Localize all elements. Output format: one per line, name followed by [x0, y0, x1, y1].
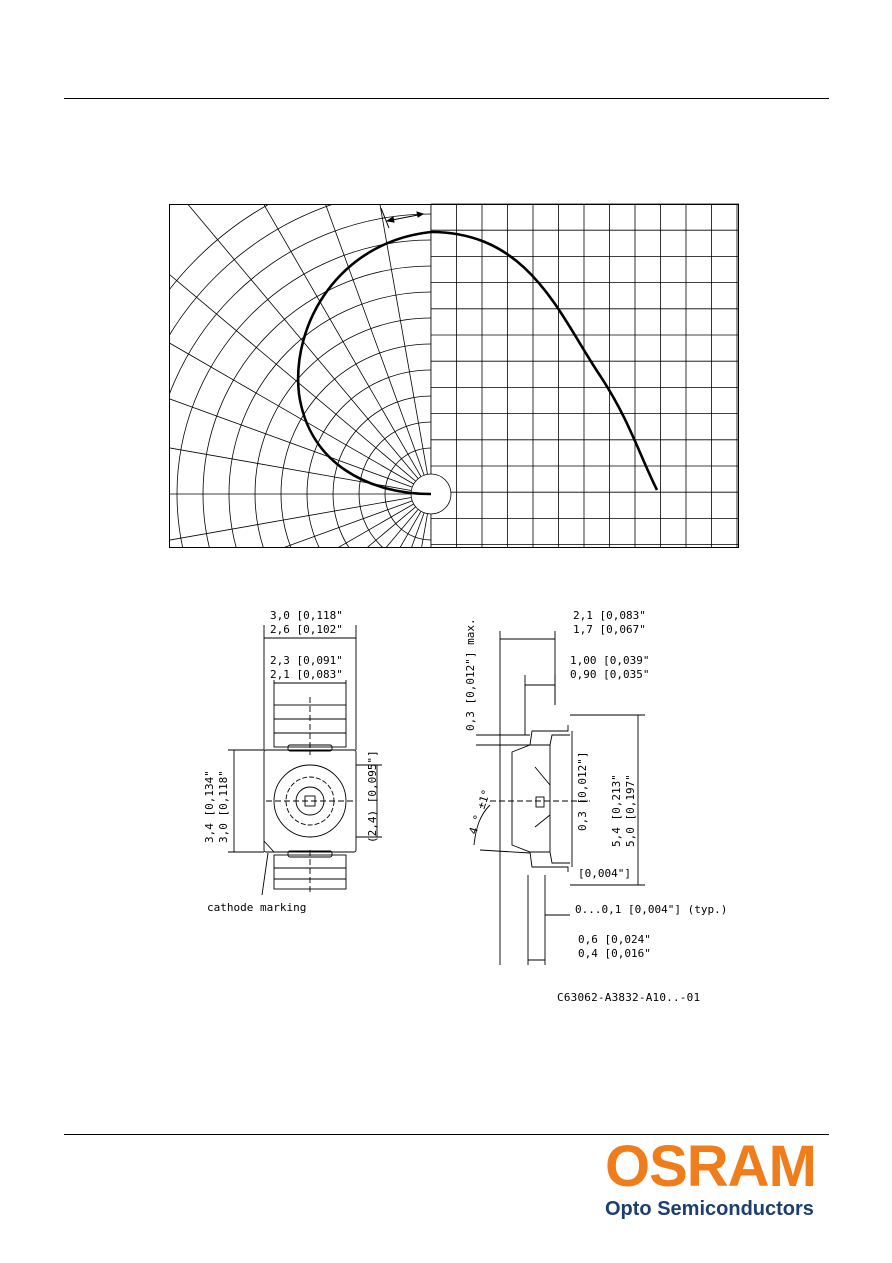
logo-wordmark: OSRAM — [605, 1134, 817, 1199]
dim-body-height-1: 3,4 [0,134" — [203, 770, 216, 843]
dim-angle: 4 ° ±1° — [466, 788, 493, 836]
side-lead-bottom — [529, 851, 570, 872]
logo-subtitle: Opto Semiconductors — [605, 1198, 814, 1220]
polar-curve — [296, 230, 432, 496]
dim-body-height-2: 3,0 [0,118" — [217, 770, 230, 843]
dim-standoff: 0...0,1 [0,004"] (typ.) — [575, 903, 727, 916]
dim-gap: [0,004"] — [578, 867, 631, 880]
drawing-part-code: C63062-A3832-A10..-01 — [557, 991, 701, 1004]
polar-grid — [169, 204, 431, 548]
header-rule — [64, 98, 829, 99]
package-outline-drawing: 3,0 [0,118" 2,6 [0,102" 2,3 [0,091" 2,1 … — [203, 609, 727, 965]
diagram-frame — [169, 204, 739, 548]
dim-side-width-2: 1,7 [0,067" — [573, 623, 646, 636]
dim-width-outer-1: 3,0 [0,118" — [270, 609, 343, 622]
dim-side-depth-2: 0,90 [0,035" — [570, 668, 649, 681]
cathode-leader — [261, 852, 269, 896]
dim-height-1: 5,4 [0,213" — [610, 774, 623, 847]
dim-height-2: 5,0 [0,197" — [624, 774, 637, 847]
dim-side-depth-1: 1,00 [0,039" — [570, 654, 649, 667]
osram-logo: OSRAM Opto Semiconductors — [605, 1138, 833, 1221]
dim-lead-max: 0,3 [0,012"] max. — [464, 618, 477, 731]
dim-lead-thickness: 0,3 [0,012"] — [576, 752, 589, 831]
cartesian-grid — [430, 203, 739, 548]
dim-width-inner-2: 2,1 [0,083" — [270, 668, 343, 681]
dim-lead-width-2: 0,4 [0,016" — [578, 947, 651, 960]
side-lead-top — [529, 725, 570, 746]
dim-lens-diameter: (2,4) [0,095"] — [366, 750, 379, 843]
dim-lead-width-1: 0,6 [0,024" — [578, 933, 651, 946]
angle-arrow — [380, 207, 425, 229]
radiation-diagram — [169, 203, 739, 548]
cathode-marking-label: cathode marking — [207, 901, 306, 914]
footer-rule — [64, 1134, 829, 1135]
intensity-curve — [430, 230, 659, 491]
dim-width-outer-2: 2,6 [0,102" — [270, 623, 343, 636]
lens-outer — [273, 764, 347, 838]
dim-side-width-1: 2,1 [0,083" — [573, 609, 646, 622]
cathode-notch — [263, 840, 275, 853]
dim-width-inner-1: 2,3 [0,091" — [270, 654, 343, 667]
